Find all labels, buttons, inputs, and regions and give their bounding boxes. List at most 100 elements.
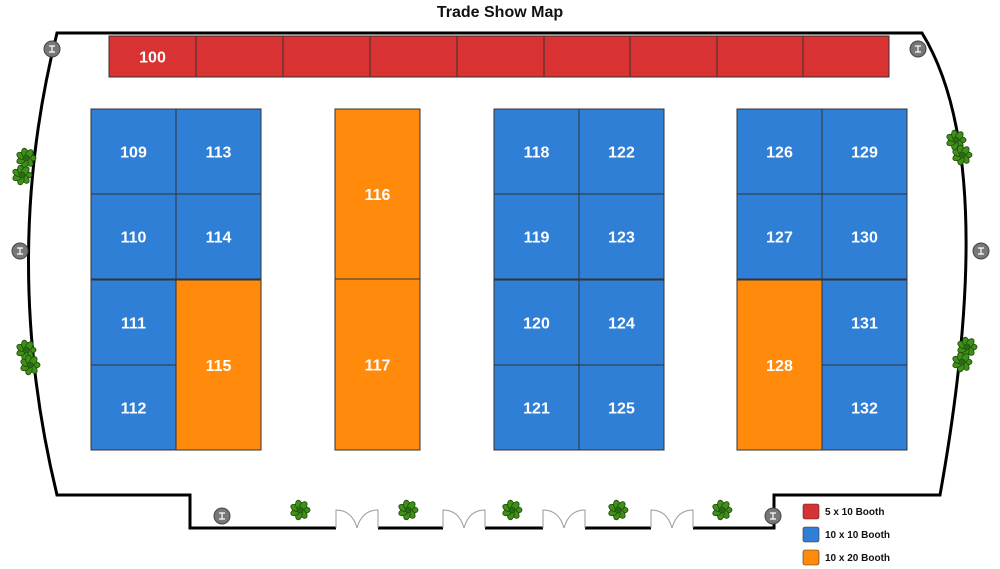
booth-number: 118 xyxy=(524,145,550,162)
booth-115[interactable]: 115 xyxy=(175,279,262,451)
booth-rect[interactable] xyxy=(108,35,197,78)
booth-rect[interactable] xyxy=(195,35,284,78)
booth-number: 123 xyxy=(608,230,635,247)
booth-rect[interactable] xyxy=(90,364,177,451)
booth-127[interactable]: 127 xyxy=(736,193,823,280)
plant-icon xyxy=(502,499,523,521)
booth-rect[interactable] xyxy=(578,364,665,451)
booth-small-1[interactable] xyxy=(195,35,284,78)
booth-rect[interactable] xyxy=(821,279,908,366)
booth-rect[interactable] xyxy=(716,35,805,78)
booth-rect[interactable] xyxy=(175,193,262,280)
column-icon xyxy=(909,40,927,58)
booth-rect[interactable] xyxy=(578,108,665,195)
plant-icon xyxy=(20,354,41,376)
booth-small-6[interactable] xyxy=(629,35,718,78)
booth-rect[interactable] xyxy=(736,279,823,451)
booth-rect[interactable] xyxy=(282,35,371,78)
booth-rect[interactable] xyxy=(802,35,890,78)
booth-111[interactable]: 111 xyxy=(90,279,177,366)
booth-small-7[interactable] xyxy=(716,35,805,78)
booth-123[interactable]: 123 xyxy=(578,193,665,280)
booth-rect[interactable] xyxy=(578,279,665,366)
booth-number: 120 xyxy=(523,316,550,333)
booth-128[interactable]: 128 xyxy=(736,279,823,451)
booth-number: 115 xyxy=(206,358,232,375)
booth-131[interactable]: 131 xyxy=(821,279,908,366)
booth-number: 132 xyxy=(851,401,878,418)
column-icon xyxy=(972,242,990,260)
booth-number: 117 xyxy=(365,358,391,375)
legend-swatch xyxy=(802,526,820,543)
booth-number: 122 xyxy=(608,145,635,162)
booth-rect[interactable] xyxy=(821,193,908,280)
booth-rect[interactable] xyxy=(334,278,421,451)
door-1 xyxy=(335,509,379,536)
booth-rect[interactable] xyxy=(736,193,823,280)
booth-110[interactable]: 110 xyxy=(90,193,177,280)
booth-rect[interactable] xyxy=(543,35,632,78)
door-3 xyxy=(542,509,586,536)
entrance-doors xyxy=(335,509,694,536)
booth-number: 129 xyxy=(851,145,878,162)
booth-100[interactable]: 100 xyxy=(108,35,197,78)
plant-icon xyxy=(608,499,629,521)
column-icon xyxy=(764,507,782,525)
booth-rect[interactable] xyxy=(821,364,908,451)
booth-rect[interactable] xyxy=(493,108,580,195)
booth-small-4[interactable] xyxy=(456,35,545,78)
booth-rect[interactable] xyxy=(493,193,580,280)
booth-rect[interactable] xyxy=(493,364,580,451)
booth-120[interactable]: 120 xyxy=(493,279,580,366)
plant-icon xyxy=(16,147,37,169)
plant-icon xyxy=(398,499,419,521)
legend-item-large: 10 x 20 Booth xyxy=(802,549,890,566)
booth-rect[interactable] xyxy=(90,193,177,280)
booth-rect[interactable] xyxy=(578,193,665,280)
booth-small-8[interactable] xyxy=(802,35,890,78)
booth-126[interactable]: 126 xyxy=(736,108,823,195)
booth-small-5[interactable] xyxy=(543,35,632,78)
booth-129[interactable]: 129 xyxy=(821,108,908,195)
booth-rect[interactable] xyxy=(175,108,262,195)
booth-rect[interactable] xyxy=(456,35,545,78)
booth-number: 100 xyxy=(139,50,166,67)
booth-small-3[interactable] xyxy=(369,35,458,78)
booth-number: 124 xyxy=(608,316,635,333)
booth-number: 121 xyxy=(523,401,550,418)
booth-117[interactable]: 117 xyxy=(334,278,421,451)
plant-icon xyxy=(712,499,733,521)
legend-swatch xyxy=(802,549,820,566)
map-title: Trade Show Map xyxy=(436,4,564,21)
booth-rect[interactable] xyxy=(334,108,421,280)
booth-130[interactable]: 130 xyxy=(821,193,908,280)
booth-112[interactable]: 112 xyxy=(90,364,177,451)
booth-119[interactable]: 119 xyxy=(493,193,580,280)
legend-label: 10 x 20 Booth xyxy=(825,553,890,564)
booth-small-2[interactable] xyxy=(282,35,371,78)
booth-rect[interactable] xyxy=(629,35,718,78)
plant-icon xyxy=(946,129,967,151)
booth-122[interactable]: 122 xyxy=(578,108,665,195)
booth-113[interactable]: 113 xyxy=(175,108,262,195)
booth-116[interactable]: 116 xyxy=(334,108,421,280)
plant-icon xyxy=(952,144,973,166)
booth-number: 109 xyxy=(120,145,147,162)
booth-118[interactable]: 118 xyxy=(493,108,580,195)
booth-114[interactable]: 114 xyxy=(175,193,262,280)
booth-rect[interactable] xyxy=(175,279,262,451)
booth-number: 114 xyxy=(206,230,232,247)
booth-121[interactable]: 121 xyxy=(493,364,580,451)
booth-124[interactable]: 124 xyxy=(578,279,665,366)
column-icon xyxy=(213,507,231,525)
booth-132[interactable]: 132 xyxy=(821,364,908,451)
legend-item-medium: 10 x 10 Booth xyxy=(802,526,890,543)
booth-rect[interactable] xyxy=(90,279,177,366)
booth-109[interactable]: 109 xyxy=(90,108,177,195)
booth-125[interactable]: 125 xyxy=(578,364,665,451)
booth-number: 112 xyxy=(121,401,147,418)
plant-icon xyxy=(12,164,33,186)
booth-number: 131 xyxy=(851,316,878,333)
booth-rect[interactable] xyxy=(369,35,458,78)
